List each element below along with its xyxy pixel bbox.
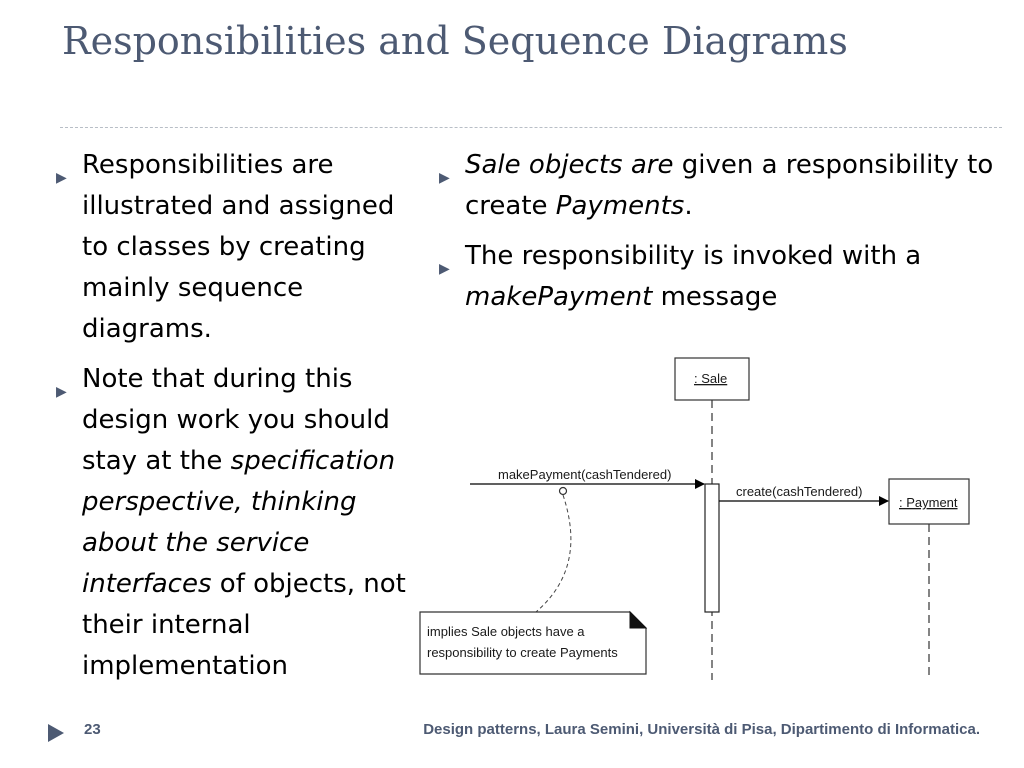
page-number: 23	[84, 721, 101, 738]
sale-object-box	[674, 357, 750, 401]
note-text-line-2: responsibility to create Payments	[427, 645, 618, 660]
sale-object-label: : Sale	[694, 371, 727, 386]
bullet-arrow-icon: ▶	[56, 170, 67, 186]
footer-credit: Design patterns, Laura Semini, Universit…	[423, 721, 980, 738]
left-bullet-list: ▶ Responsibilities are illustrated and a…	[52, 145, 422, 696]
left-bullet-1-text: Responsibilities are illustrated and ass…	[82, 150, 395, 344]
note-connector	[535, 494, 572, 613]
sequence-diagram: : Sale : Payment makePayment(cashTendere…	[419, 357, 970, 680]
create-payment-label: create(cashTendered)	[736, 484, 862, 499]
note-dog-ear	[629, 610, 648, 629]
left-bullet-1: ▶ Responsibilities are illustrated and a…	[52, 145, 422, 350]
right-bullet-1-text-a: Sale objects are	[465, 150, 674, 180]
right-bullet-2-text-b: makePayment	[465, 282, 653, 312]
sale-activation-bar	[704, 483, 720, 613]
bullet-arrow-icon: ▶	[56, 384, 67, 400]
bullet-arrow-icon: ▶	[439, 261, 450, 277]
left-bullet-2-text-emphasis: specification perspective, thinking abou…	[82, 446, 396, 599]
title-divider	[60, 127, 1002, 128]
right-bullet-list: ▶ Sale objects are given a responsibilit…	[435, 145, 995, 327]
right-bullet-2: ▶ The responsibility is invoked with a m…	[435, 236, 995, 318]
right-bullet-1: ▶ Sale objects are given a responsibilit…	[435, 145, 995, 227]
slide-title: Responsibilities and Sequence Diagrams	[62, 19, 848, 63]
left-bullet-2-text-c: of objects, not their internal implement…	[82, 569, 406, 681]
left-bullet-2: ▶ Note that during this design work you …	[52, 359, 422, 687]
right-bullet-1-text-d: .	[684, 191, 693, 221]
payment-object-label: : Payment	[899, 495, 958, 510]
make-payment-label: makePayment(cashTendered)	[498, 467, 671, 482]
left-bullet-2-text-a: Note that during this design work you sh…	[82, 364, 390, 476]
note-text-line-1: implies Sale objects have a	[427, 624, 585, 639]
footer-arrow-icon	[48, 724, 64, 742]
note-anchor-circle	[558, 486, 568, 496]
bullet-arrow-icon: ▶	[439, 170, 450, 186]
right-bullet-2-text-c: message	[652, 282, 778, 312]
right-bullet-2-text-a: The responsibility is invoked with a	[465, 241, 922, 271]
right-bullet-1-text-c: Payments	[555, 191, 685, 221]
right-bullet-1-text-b: given a responsibility to create	[465, 150, 994, 221]
note-box	[419, 611, 647, 675]
